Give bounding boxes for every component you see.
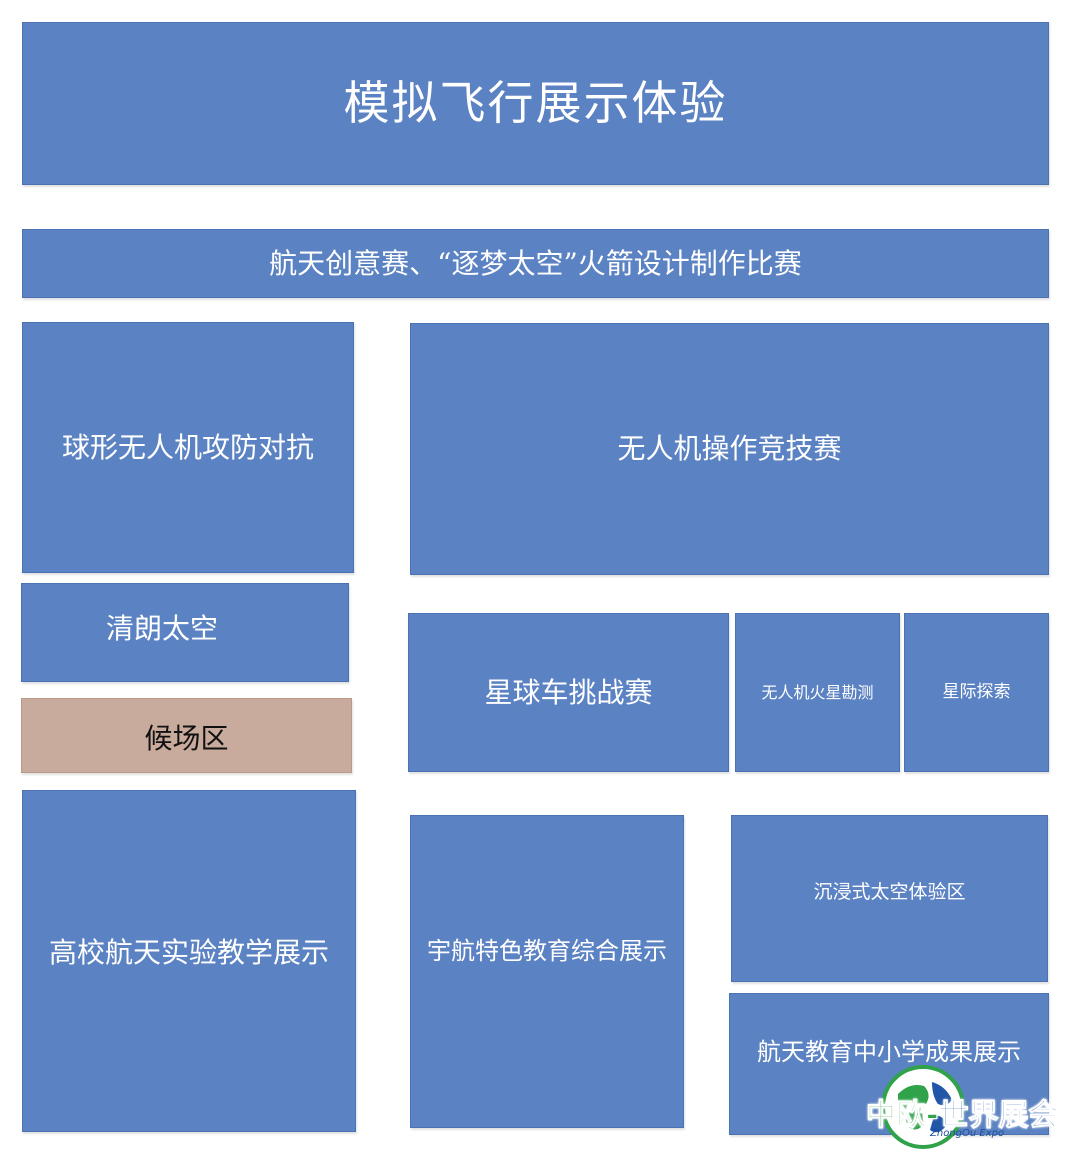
globe-icon — [881, 1065, 965, 1149]
zone-label: 航天创意赛、“逐梦太空”火箭设计制作比赛 — [269, 246, 802, 280]
zone-drone-mars: 无人机火星勘测 — [735, 613, 900, 772]
zone-ball-drone: 球形无人机攻防对抗 — [22, 322, 354, 573]
zone-label: 宇航特色教育综合展示 — [427, 937, 667, 966]
zone-label: 高校航天实验教学展示 — [48, 936, 329, 970]
zone-creative-contest: 航天创意赛、“逐梦太空”火箭设计制作比赛 — [22, 229, 1049, 298]
zone-label: 清朗太空 — [106, 611, 219, 645]
zone-clear-space: 清朗太空 — [21, 583, 349, 682]
zone-drone-contest: 无人机操作竞技赛 — [410, 323, 1049, 575]
zone-label: 航天教育中小学成果展示 — [757, 1037, 1021, 1066]
zone-label: 候场区 — [144, 721, 229, 755]
zone-astronaut-education: 宇航特色教育综合展示 — [410, 815, 684, 1128]
zone-interstellar: 星际探索 — [904, 613, 1049, 772]
zone-label: 模拟飞行展示体验 — [343, 75, 728, 130]
zone-label: 无人机操作竞技赛 — [617, 432, 842, 466]
watermark-logo: 中欧-世界展会 ZhongOu Expo — [858, 1060, 1073, 1156]
zone-rover-challenge: 星球车挑战赛 — [408, 613, 729, 772]
zone-immersive-space: 沉浸式太空体验区 — [731, 815, 1048, 982]
zone-label: 星球车挑战赛 — [484, 675, 653, 709]
zone-label: 无人机火星勘测 — [761, 682, 874, 702]
zone-label: 球形无人机攻防对抗 — [61, 430, 314, 464]
zone-label: 沉浸式太空体验区 — [813, 881, 966, 904]
logo-part2: 世界展会 — [938, 1098, 1059, 1134]
logo-subtitle: ZhongOu Expo — [930, 1128, 1005, 1139]
logo-part1: 中欧 — [866, 1098, 927, 1134]
zone-waiting-area: 候场区 — [21, 698, 352, 773]
logo-separator: - — [925, 1098, 939, 1134]
zone-label: 星际探索 — [942, 682, 1011, 703]
logo-wordmark: 中欧-世界展会 — [866, 1090, 1059, 1134]
zone-university-exhibit: 高校航天实验教学展示 — [22, 790, 356, 1132]
zone-flight-simulation: 模拟飞行展示体验 — [22, 22, 1049, 185]
